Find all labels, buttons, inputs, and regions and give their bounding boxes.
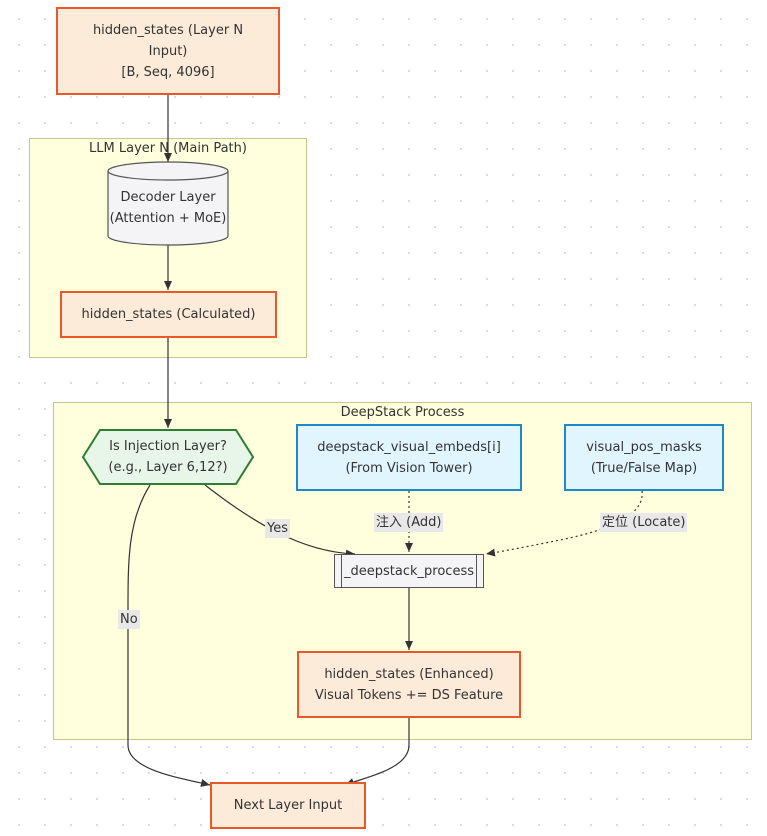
edge-label-locate: 定位 (Locate) xyxy=(600,513,688,532)
edge-label-add: 注入 (Add) xyxy=(374,513,444,532)
node-input-line3: [B, Seq, 4096] xyxy=(121,64,215,80)
edge-enhanced-to-next xyxy=(344,718,410,786)
edge-masks-to-process xyxy=(485,490,643,557)
node-injection-line2: (e.g., Layer 6,12?) xyxy=(108,460,228,475)
node-enhanced-line1: hidden_states (Enhanced) xyxy=(324,666,494,682)
cluster-deepstack-title: DeepStack Process xyxy=(340,405,465,420)
node-input-hidden-states: hidden_states (Layer N Input) [B, Seq, 4… xyxy=(56,7,280,95)
node-hidden-states-calculated: hidden_states (Calculated) xyxy=(60,291,277,338)
node-hidden-states-enhanced: hidden_states (Enhanced) Visual Tokens +… xyxy=(297,651,521,718)
node-decoder-layer: Decoder Layer (Attention + MoE) xyxy=(108,182,228,234)
node-masks-line2: (True/False Map) xyxy=(590,460,698,476)
node-decoder-line2: (Attention + MoE) xyxy=(109,211,227,226)
node-injection-decision: Is Injection Layer? (e.g., Layer 6,12?) xyxy=(96,431,240,483)
node-input-line2: Input) xyxy=(148,43,188,59)
node-process-line1: _deepstack_process xyxy=(344,563,474,579)
node-embeds-line2: (From Vision Tower) xyxy=(345,460,473,476)
node-decoder-line1: Decoder Layer xyxy=(120,190,216,205)
node-next-layer-input: Next Layer Input xyxy=(210,782,366,829)
node-injection-line1: Is Injection Layer? xyxy=(109,439,227,454)
node-input-line1: hidden_states (Layer N xyxy=(92,22,244,38)
edge-injection-to-next xyxy=(127,484,211,787)
node-calculated-line1: hidden_states (Calculated) xyxy=(81,307,256,322)
node-deepstack-visual-embeds: deepstack_visual_embeds[i] (From Vision … xyxy=(296,424,522,491)
injection-hexagon xyxy=(81,429,255,485)
node-visual-pos-masks: visual_pos_masks (True/False Map) xyxy=(564,424,724,491)
node-enhanced-line2: Visual Tokens += DS Feature xyxy=(314,687,504,703)
node-embeds-line1: deepstack_visual_embeds[i] xyxy=(317,439,501,455)
edge-label-yes: Yes xyxy=(265,519,290,538)
node-deepstack-process: _deepstack_process xyxy=(334,554,484,588)
edge-label-no: No xyxy=(118,610,140,629)
node-next-line1: Next Layer Input xyxy=(233,798,343,813)
decoder-cylinder xyxy=(107,161,229,246)
node-masks-line1: visual_pos_masks xyxy=(586,439,702,455)
